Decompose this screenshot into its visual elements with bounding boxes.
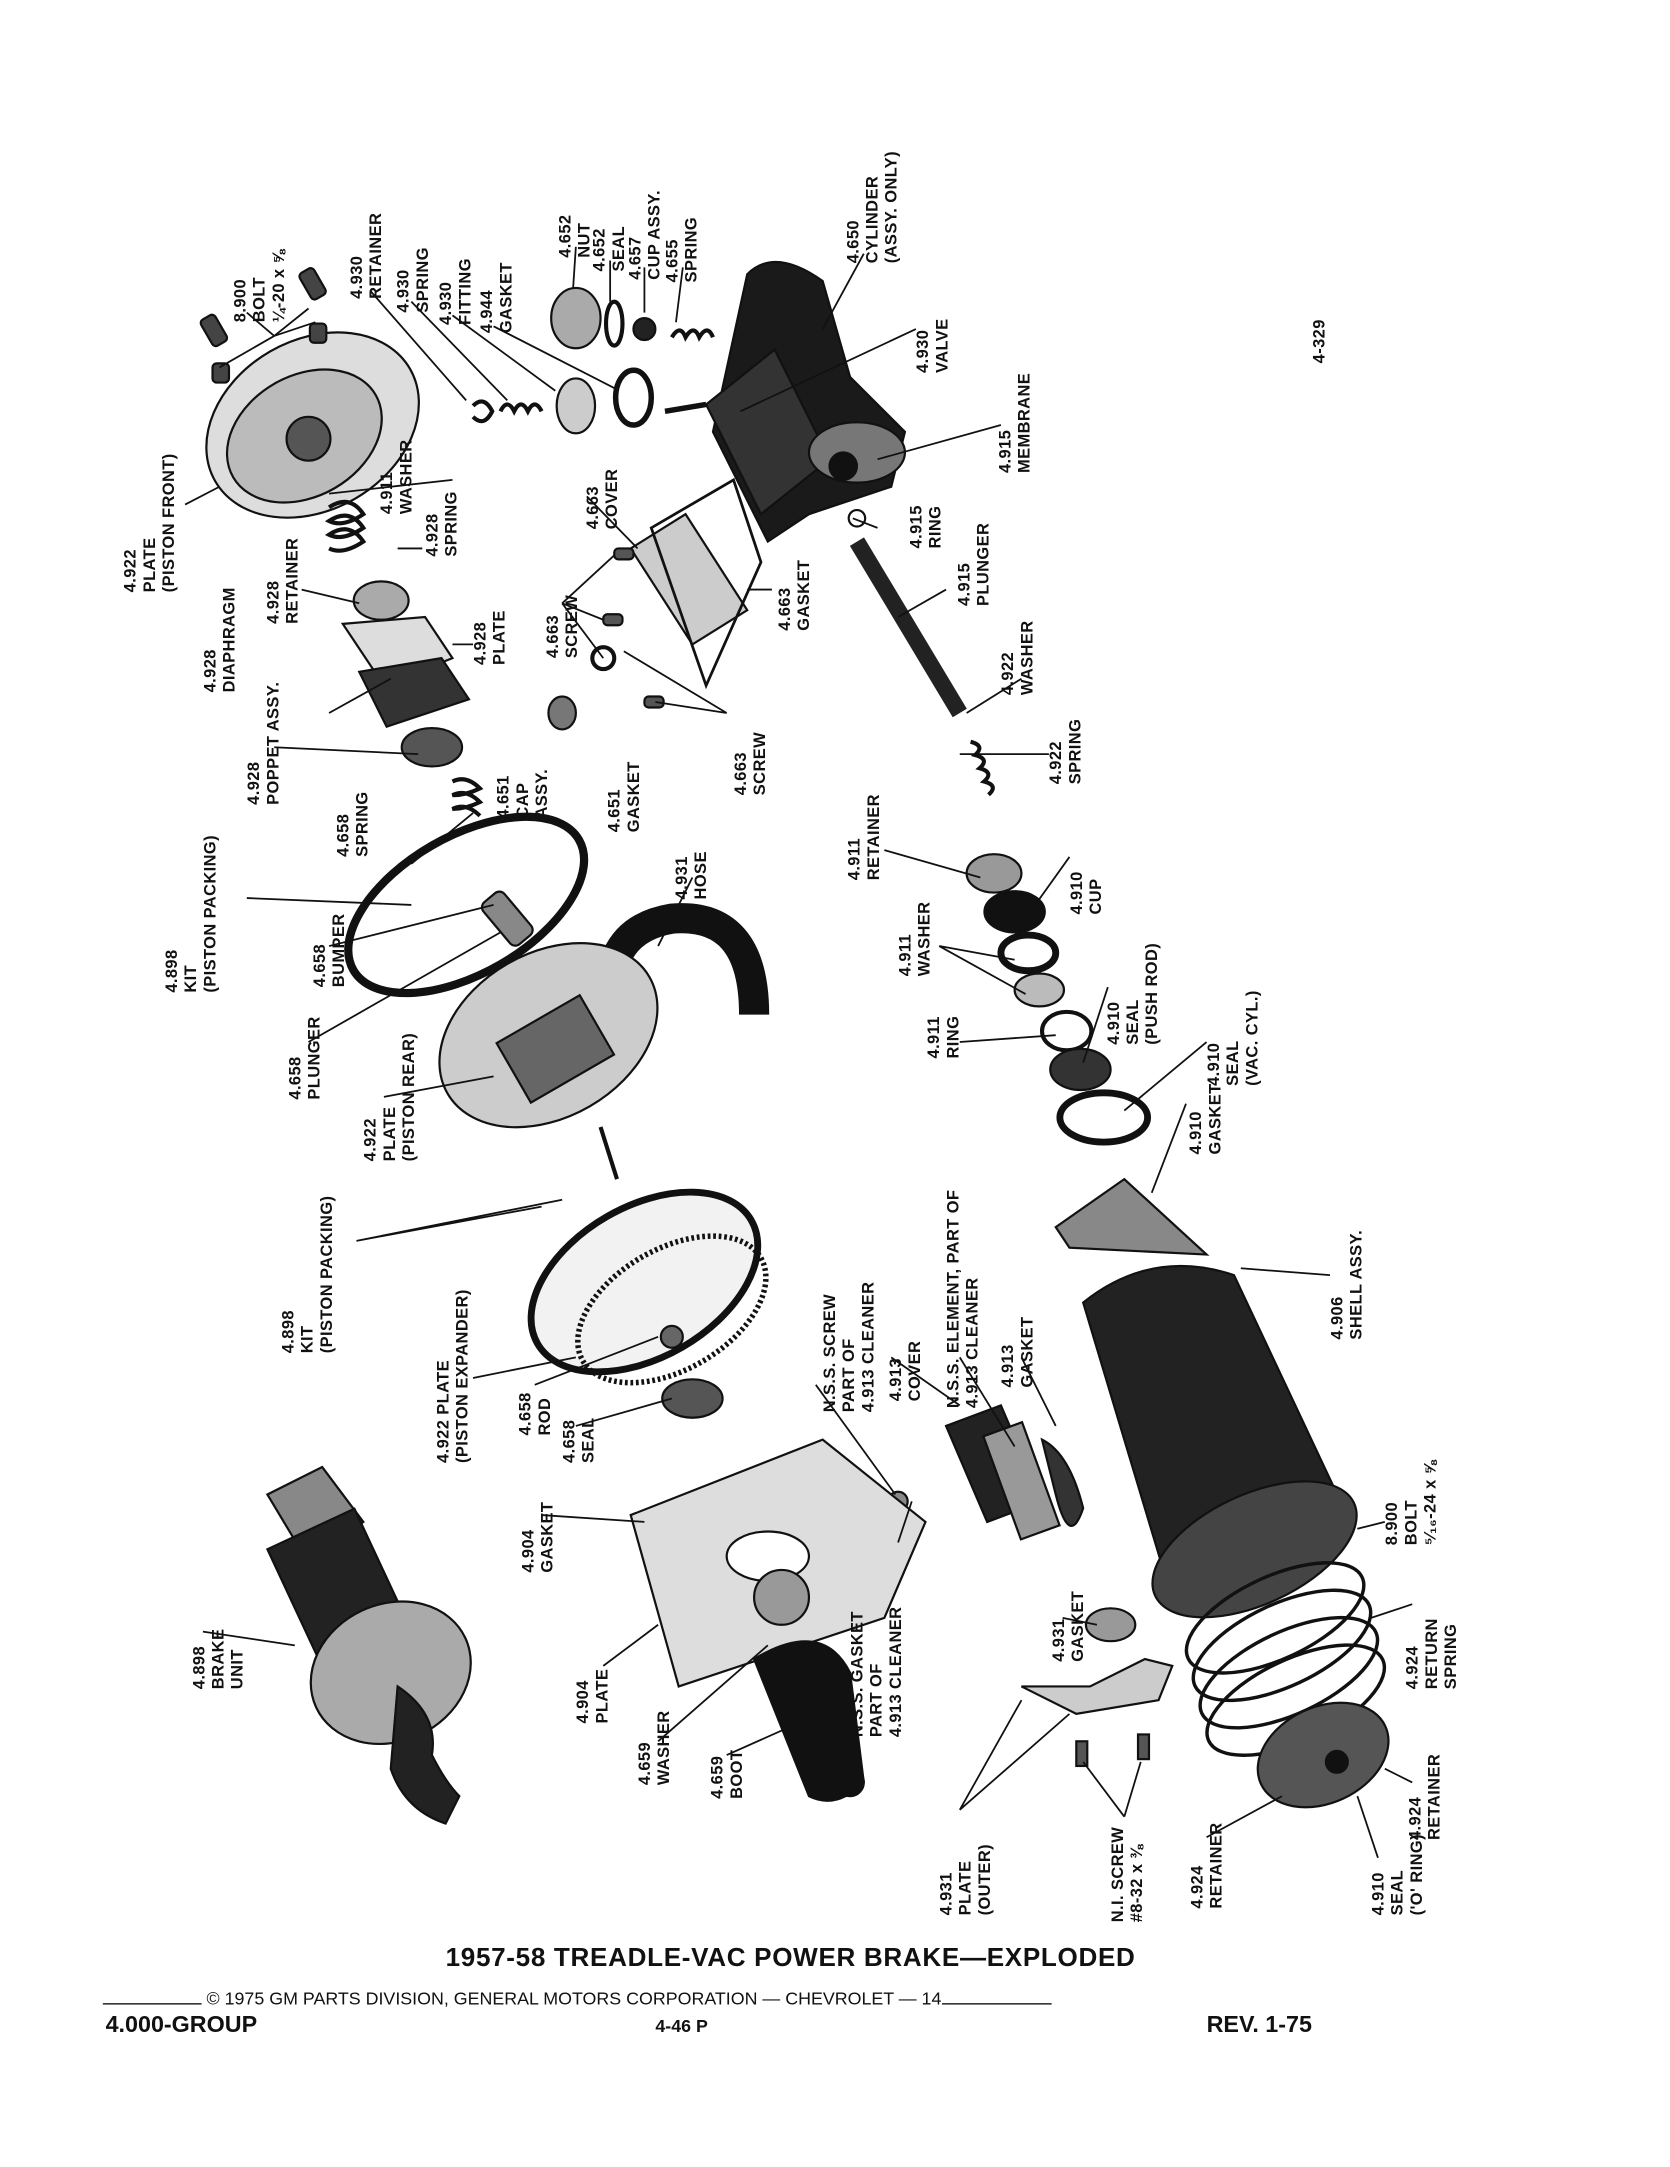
piston-front-plate-drawing [205, 331, 420, 519]
rule-right [941, 2003, 1052, 2005]
copyright-line: © 1975 GM PARTS DIVISION, GENERAL MOTORS… [102, 1988, 1052, 2009]
revision: REV. 1-75 [1206, 2011, 1312, 2038]
leader-lines [184, 246, 1413, 1859]
page-reference: 4-329 [1309, 319, 1329, 364]
brake-unit-drawing [265, 1465, 472, 1825]
shell-drawing [1081, 1264, 1358, 1619]
label-ni-screw: N.I. SCREW#8-32 x ⅜ [1107, 1826, 1147, 1923]
page-number: 4-46 P [655, 2015, 708, 2037]
label-plate-piston-expander: 4.922 PLATE(PISTON EXPANDER) [433, 1289, 472, 1463]
group-number: 4.000-GROUP [105, 2011, 258, 2038]
cylinder-drawing [704, 261, 907, 544]
rule-left [102, 2003, 202, 2005]
copyright-text: © 1975 GM PARTS DIVISION, GENERAL MOTORS… [206, 1988, 942, 2009]
diagram-title: 1957-58 TREADLE-VAC POWER BRAKE—EXPLODED [445, 1944, 1136, 1974]
bolts-drawing [199, 267, 328, 384]
